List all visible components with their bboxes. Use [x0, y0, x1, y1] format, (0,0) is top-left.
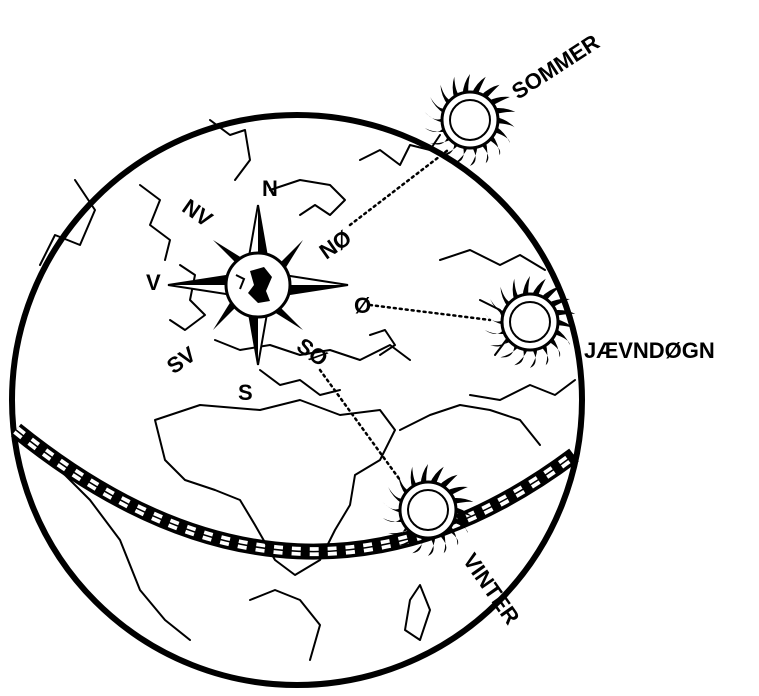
sun-core: [510, 302, 550, 342]
sun-label-equinox: JÆVNDØGN: [584, 338, 715, 363]
sun-core: [450, 100, 490, 140]
sun-label-summer: SOMMER: [507, 29, 604, 104]
compass-label-o: Ø: [354, 293, 371, 318]
compass-label-s: S: [238, 380, 253, 405]
compass-label-n: N: [262, 176, 278, 201]
sun-core: [408, 490, 448, 530]
compass-label-v: V: [146, 270, 161, 295]
